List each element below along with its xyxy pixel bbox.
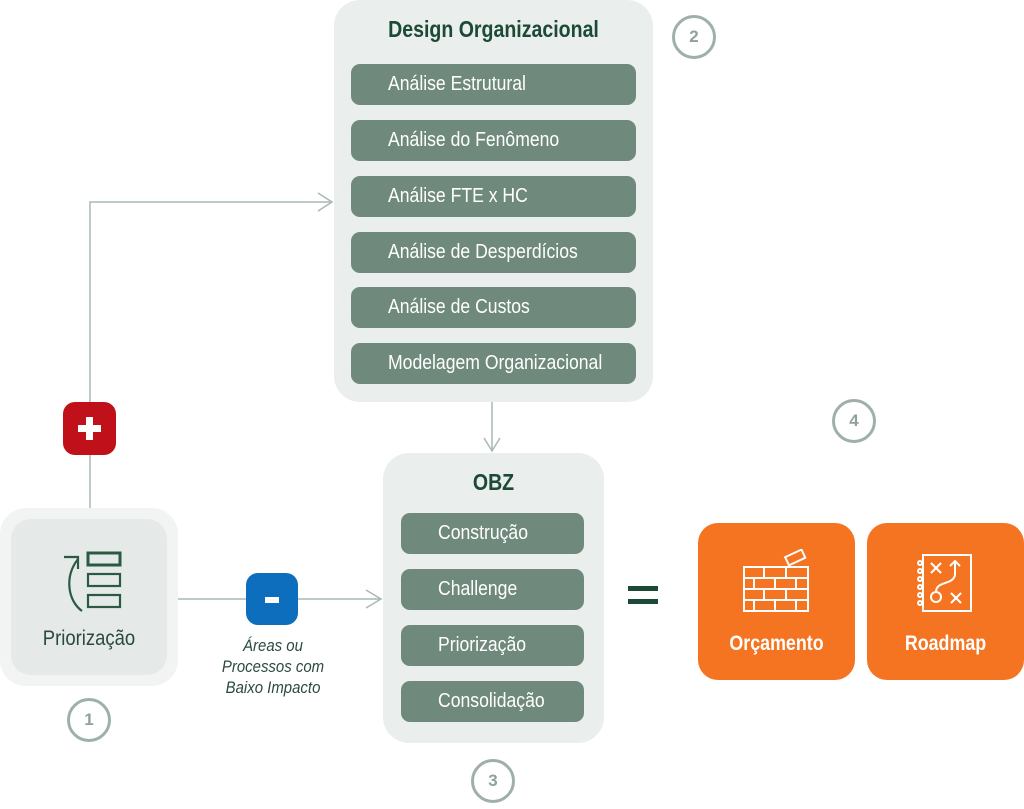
strategy-plan-icon [917, 554, 972, 612]
design-item-label: Modelagem Organizacional [388, 352, 603, 374]
plus-badge: + [63, 402, 116, 455]
orcamento-label: Orçamento [729, 632, 824, 655]
arrowhead-obz-top [483, 437, 501, 453]
step-number-4: 4 [832, 399, 876, 443]
obz-panel: OBZ Construção Challenge Priorização Con… [383, 453, 604, 743]
roadmap-label: Roadmap [904, 632, 987, 655]
step-number-1: 1 [67, 698, 111, 742]
obz-item[interactable]: Priorização [401, 625, 584, 666]
obz-item[interactable]: Consolidação [401, 681, 584, 722]
design-item-label: Análise de Custos [388, 296, 530, 318]
obz-item[interactable]: Construção [401, 513, 584, 554]
design-item[interactable]: Análise do Fenômeno [351, 120, 636, 161]
obz-item[interactable]: Challenge [401, 569, 584, 610]
obz-title: OBZ [472, 469, 515, 495]
design-item[interactable]: Análise de Custos [351, 287, 636, 328]
arrowhead-obz-left [365, 589, 383, 609]
design-item-label: Análise do Fenômeno [388, 129, 560, 151]
obz-item-label: Construção [438, 522, 529, 544]
design-item[interactable]: Modelagem Organizacional [351, 343, 636, 384]
design-item-label: Análise FTE x HC [388, 185, 528, 207]
design-organizacional-title: Design Organizacional [388, 16, 599, 42]
priorizacao-label: Priorização [42, 627, 136, 650]
arrowhead-design [317, 192, 334, 212]
minus-caption: Áreas ou Processos com Baixo Impacto [198, 635, 348, 698]
equals-bar-bottom [628, 599, 658, 604]
brick-wall-icon [743, 549, 809, 612]
design-organizacional-panel: Design Organizacional Análise Estrutural… [334, 0, 653, 402]
caption-line: Áreas ou [243, 636, 303, 655]
minus-badge: - [246, 573, 298, 625]
step-number-2: 2 [672, 15, 716, 59]
priorizacao-card[interactable]: Priorização [11, 519, 167, 675]
step-number-3: 3 [471, 759, 515, 803]
caption-line: Processos com [221, 657, 325, 676]
equals-sign: = [628, 584, 660, 608]
design-item-label: Análise Estrutural [388, 73, 526, 95]
roadmap-card[interactable]: Roadmap [867, 523, 1024, 680]
obz-item-label: Priorização [438, 634, 527, 656]
design-item-label: Análise de Desperdícios [388, 241, 578, 263]
obz-item-label: Challenge [438, 578, 518, 600]
design-item[interactable]: Análise FTE x HC [351, 176, 636, 217]
connector-priorizacao-to-design [89, 201, 332, 508]
obz-item-label: Consolidação [438, 690, 545, 712]
orcamento-card[interactable]: Orçamento [698, 523, 855, 680]
caption-line: Baixo Impacto [225, 678, 321, 697]
design-item[interactable]: Análise de Desperdícios [351, 232, 636, 273]
design-item[interactable]: Análise Estrutural [351, 64, 636, 105]
equals-bar-top [628, 586, 658, 591]
minus-icon [265, 597, 279, 603]
plus-icon-vertical [86, 417, 93, 440]
prioritize-list-icon [64, 551, 122, 612]
